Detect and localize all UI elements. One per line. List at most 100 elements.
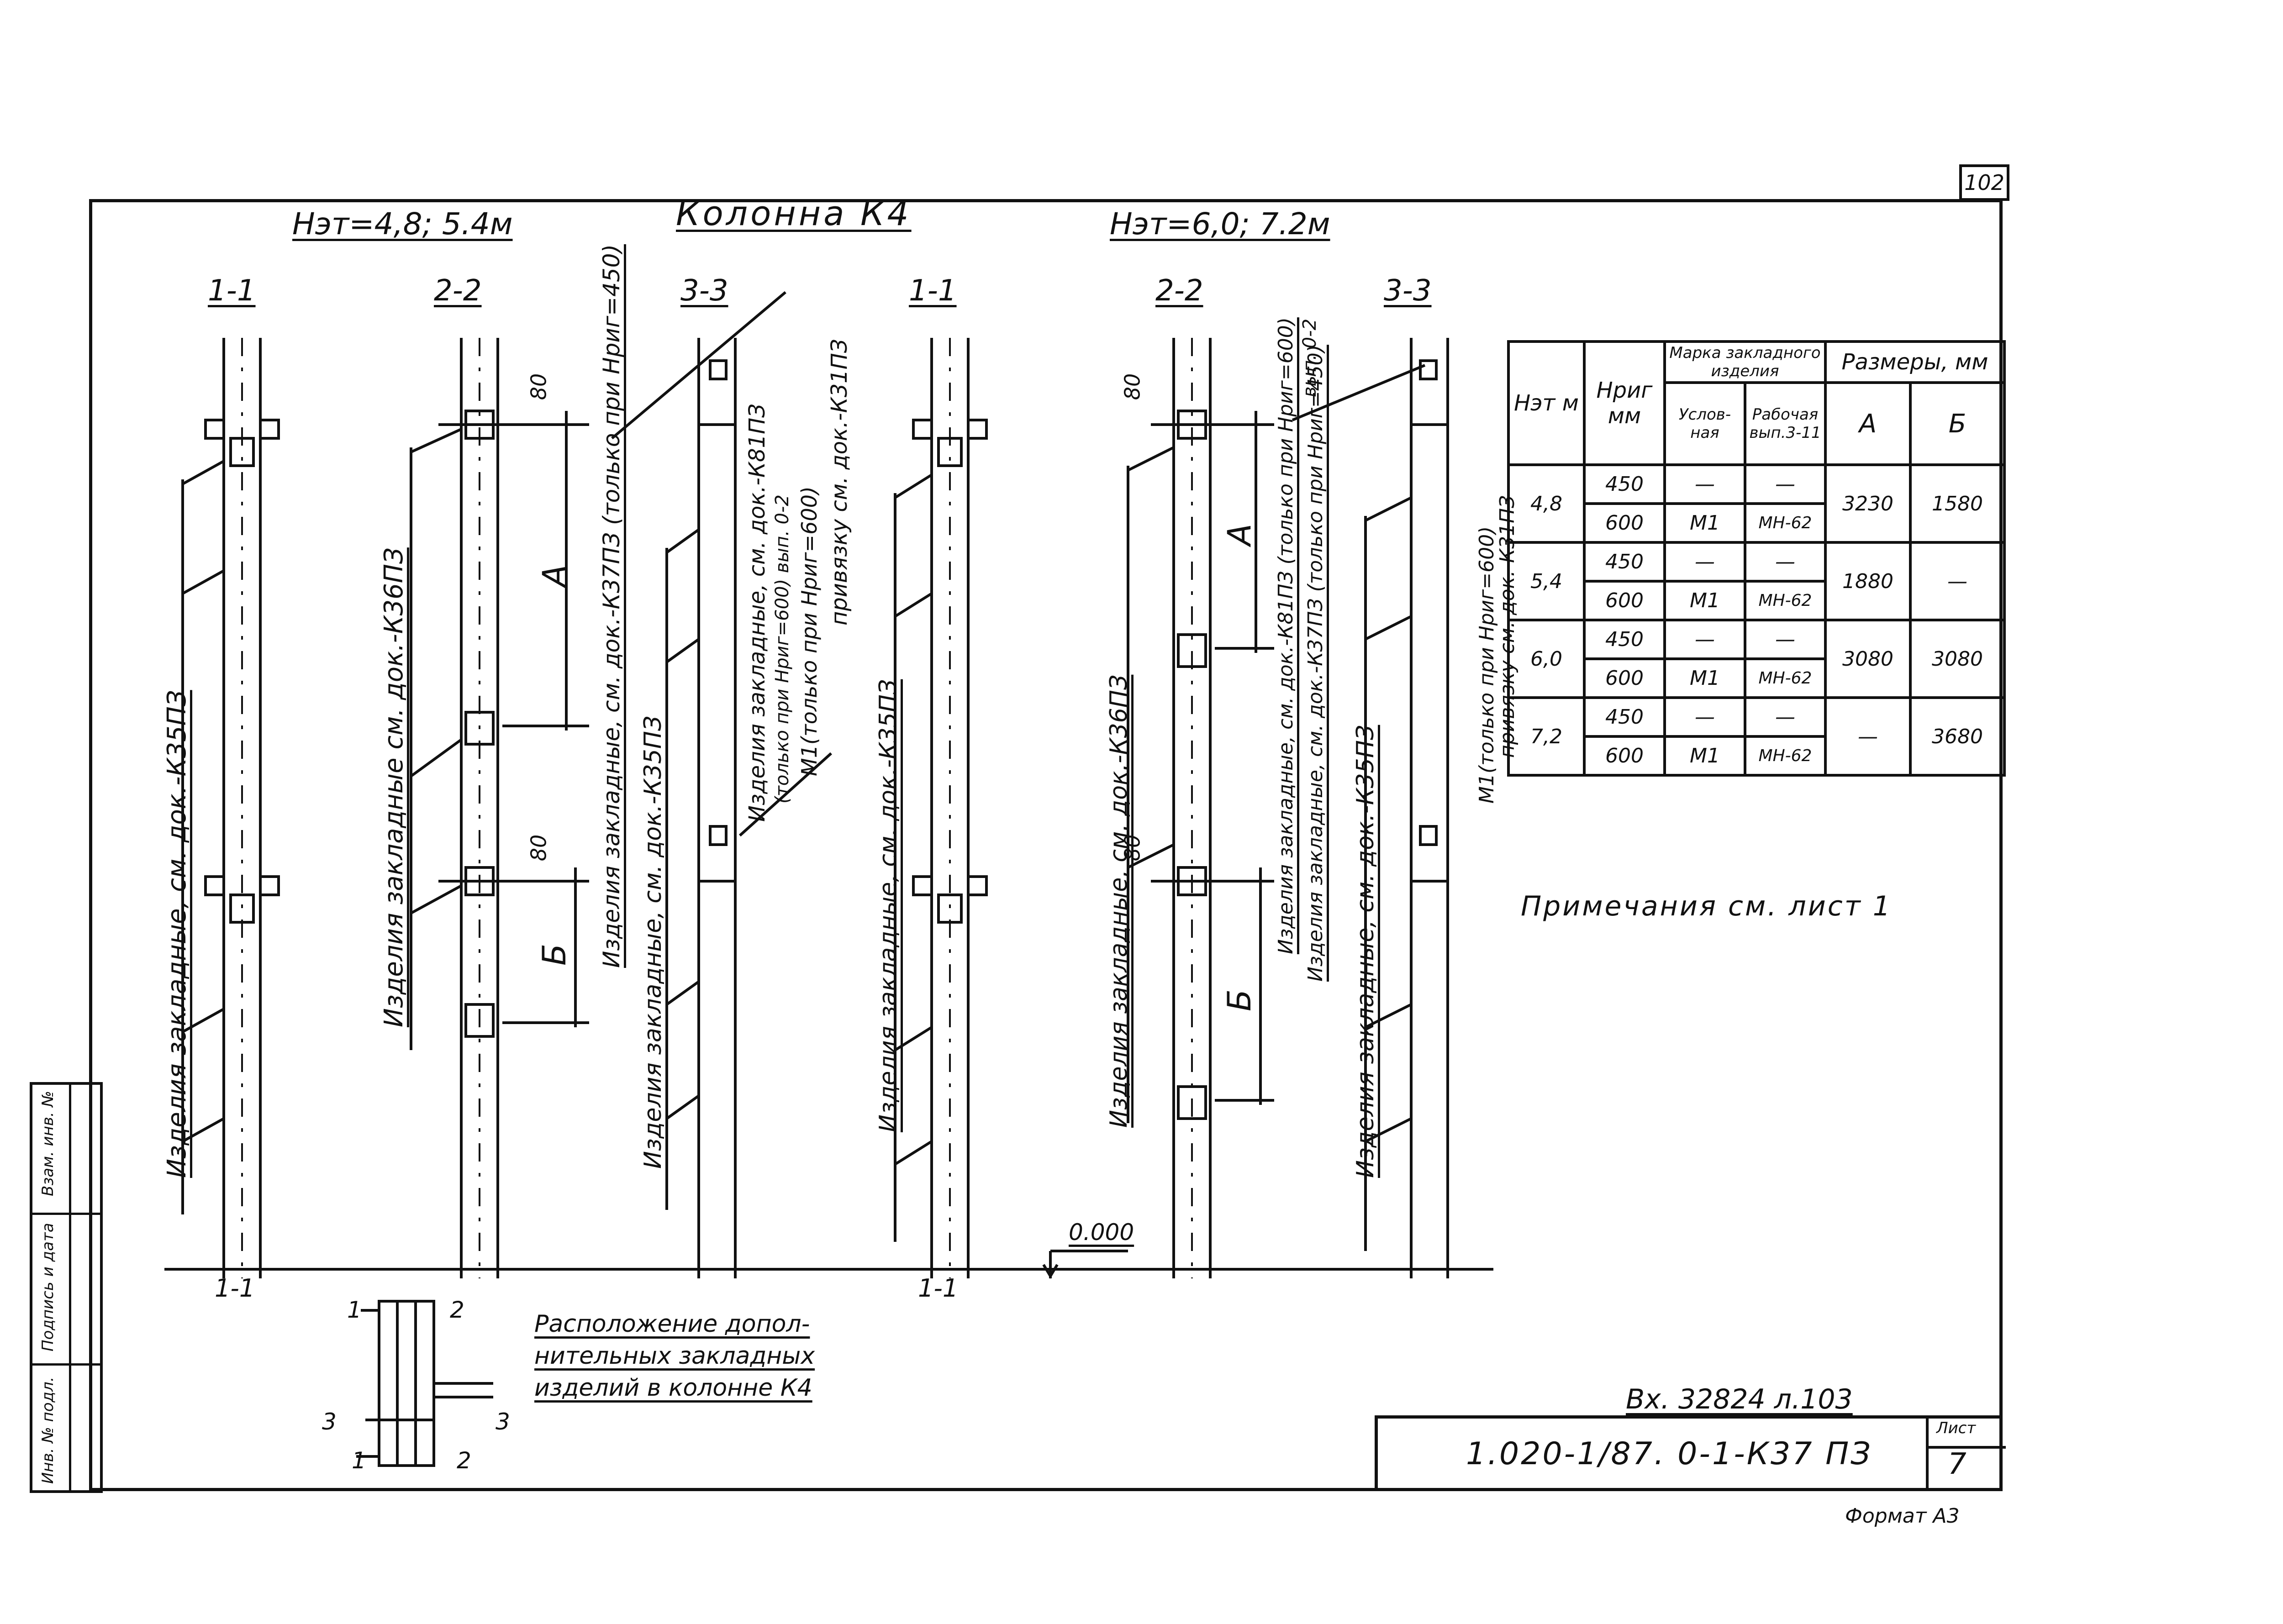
cell-rig: 450 — [1583, 696, 1666, 738]
inset-mark-3-right: 3 — [496, 1409, 510, 1435]
table-row: 600 М1 МН-62 — [1508, 502, 2004, 544]
section-1-1-left-bottom: 1-1 — [215, 1274, 255, 1303]
callout-k31-col3: привязку см. док.-К31ПЗ — [827, 339, 852, 625]
cell-rig: 600 — [1583, 657, 1666, 699]
section-1-1-left: 1-1 — [208, 274, 256, 308]
cell-usl: М1 — [1663, 580, 1746, 621]
corner-sheet-number: 102 — [1959, 164, 2009, 201]
side-stamp-rule — [32, 1363, 100, 1366]
cell-het: 5,4 — [1507, 541, 1586, 621]
cell-rab: — — [1744, 541, 1827, 583]
cell-a: — — [1824, 696, 1912, 777]
dim-80-left-top: 80 — [526, 373, 551, 400]
dim-a-left: А — [535, 565, 573, 587]
callout-k36-col5: Изделия закладные, см. док.-К36ПЗ — [1105, 674, 1133, 1128]
section-2-2-right: 2-2 — [1155, 274, 1203, 308]
th-dims-group: Размеры, мм — [1824, 340, 2006, 384]
inset-title-line2: нительных закладных — [534, 1342, 815, 1370]
table-row: 5,4 450 — — 1880 — — [1507, 541, 2006, 621]
header-center: Колонна К4 — [676, 194, 912, 233]
cell-rab: — — [1744, 619, 1827, 660]
callout-k37-col5: Изделия закладные, см. док.-К37ПЗ (тольк… — [1304, 345, 1327, 982]
inset-title-line1: Расположение допол- — [534, 1310, 810, 1338]
section-3-3-left: 3-3 — [680, 274, 728, 308]
inset-mark-2-top: 2 — [450, 1297, 464, 1323]
title-block-divider — [1926, 1419, 1929, 1488]
cell-rig: 600 — [1583, 502, 1666, 544]
section-2-2-left: 2-2 — [434, 274, 482, 308]
cell-rab: — — [1744, 696, 1827, 738]
inset-title-line3: изделий в колонне К4 — [534, 1374, 812, 1402]
callout-k81-col5: Изделия закладные, см. док.-К81ПЗ (тольк… — [1274, 317, 1297, 954]
cell-rig: 450 — [1583, 541, 1666, 583]
callout-k35-col4: Изделия закладные, см. док.-К35ПЗ — [875, 679, 902, 1132]
cell-rig: 600 — [1583, 580, 1666, 621]
dim-a-right: А — [1220, 524, 1258, 546]
cell-b: 3680 — [1909, 696, 2006, 777]
side-stamp-inv-no: Инв. № подл. — [39, 1377, 57, 1484]
cell-a: 3080 — [1824, 619, 1912, 699]
cell-rab: МН-62 — [1744, 580, 1827, 621]
cell-rab: МН-62 — [1744, 502, 1827, 544]
table-row: 4,8 450 — — 3230 1580 — [1507, 463, 2006, 544]
cell-het: 4,8 — [1507, 463, 1586, 544]
cell-a: 1880 — [1824, 541, 1912, 621]
level-mark: 0.000 — [1069, 1219, 1134, 1246]
side-stamp — [30, 1082, 103, 1493]
th-het: Нэт м — [1507, 340, 1586, 466]
cell-usl: М1 — [1663, 735, 1746, 777]
cell-b: 1580 — [1909, 463, 2006, 544]
side-stamp-replace: Взам. инв. № — [39, 1091, 57, 1196]
cell-b: — — [1909, 541, 2006, 621]
sheet-label: Лист — [1936, 1419, 1976, 1437]
header-left: Нэт=4,8; 5.4м — [292, 206, 513, 242]
table-row: 7,2 450 — — — 3680 — [1507, 696, 2006, 777]
inset-mark-2-bottom: 2 — [457, 1447, 471, 1474]
side-stamp-signature: Подпись и дата — [39, 1223, 57, 1351]
title-block — [1375, 1415, 2006, 1491]
table-row: 600 М1 МН-62 — [1508, 580, 2004, 621]
cell-b: 3080 — [1909, 619, 2006, 699]
table-row: 600 М1 МН-62 — [1508, 735, 2004, 777]
callout-k36-col2: Изделия закладные см. док.-К36ПЗ — [379, 547, 409, 1027]
dim-80-right-top: 80 — [1120, 373, 1145, 400]
th-mark-group: Марка закладного изделия — [1663, 340, 1827, 384]
th-hrig: Нриг мм — [1583, 340, 1666, 466]
cell-usl: М1 — [1663, 657, 1746, 699]
dim-b-right: Б — [1221, 989, 1259, 1012]
dim-b-left: Б — [536, 943, 574, 966]
section-1-1-right: 1-1 — [909, 274, 957, 308]
inset-mark-1-bottom: 1 — [352, 1447, 366, 1474]
side-stamp-divider — [69, 1085, 71, 1490]
th-a: А — [1824, 381, 1912, 466]
callout-k81-note-col3: (только при Нриг=600) вып. 0-2 — [772, 494, 793, 804]
section-1-1-right-bottom: 1-1 — [918, 1274, 959, 1303]
cell-usl: — — [1663, 541, 1746, 583]
cell-het: 7,2 — [1507, 696, 1586, 777]
header-right: Нэт=6,0; 7.2м — [1110, 206, 1330, 242]
side-stamp-rule — [32, 1213, 100, 1215]
dim-80-left-mid: 80 — [526, 834, 551, 862]
th-b: Б — [1909, 381, 2006, 466]
callout-m1-col6: М1(только при Нриг=600) — [1475, 526, 1498, 804]
th-rabochaya: Рабочая вып.3-11 — [1744, 381, 1827, 466]
callout-k81-col3: Изделия закладные, см. док.-К81ПЗ — [744, 404, 770, 822]
inbound-reference: Вх. 32824 л.103 — [1626, 1383, 1853, 1415]
callout-m1-col3: М1(только при Нриг=600) — [797, 486, 822, 776]
cell-a: 3230 — [1824, 463, 1912, 544]
cell-rig: 600 — [1583, 735, 1666, 777]
spec-table: Нэт м Нриг мм Марка закладного изделия Р… — [1507, 340, 2006, 777]
cell-rig: 450 — [1583, 463, 1666, 505]
cell-rab: МН-62 — [1744, 657, 1827, 699]
callout-k37-col2: Изделия закладные, см. док.-К37ПЗ (тольк… — [598, 244, 625, 968]
callout-k35-col6: Изделия закладные, см. док.-К35ПЗ — [1352, 725, 1379, 1178]
cell-rab: МН-62 — [1744, 735, 1827, 777]
cell-rig: 450 — [1583, 619, 1666, 660]
cell-usl: — — [1663, 619, 1746, 660]
table-row: 600 М1 МН-62 — [1508, 657, 2004, 699]
drawing-frame — [89, 199, 2003, 1491]
th-uslovnaya: Услов-ная — [1663, 381, 1746, 466]
cell-het: 6,0 — [1507, 619, 1586, 699]
cell-usl: — — [1663, 696, 1746, 738]
